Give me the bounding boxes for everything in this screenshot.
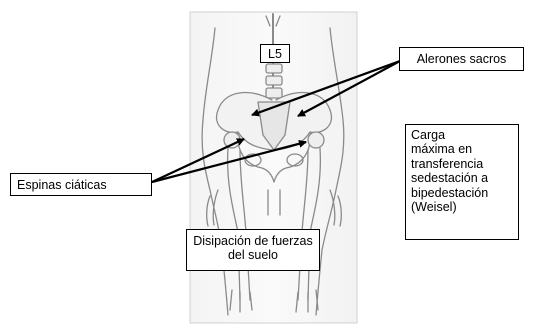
label-espinas-ciaticas: Espinas ciáticas (10, 173, 152, 196)
label-alerones-sacros: Alerones sacros (399, 47, 524, 71)
label-disipacion-fuerzas: Disipación de fuerzas del suelo (186, 229, 320, 271)
label-carga-maxima: Carga máxima en transferencia sedestació… (405, 124, 519, 240)
label-l5: L5 (260, 44, 290, 63)
